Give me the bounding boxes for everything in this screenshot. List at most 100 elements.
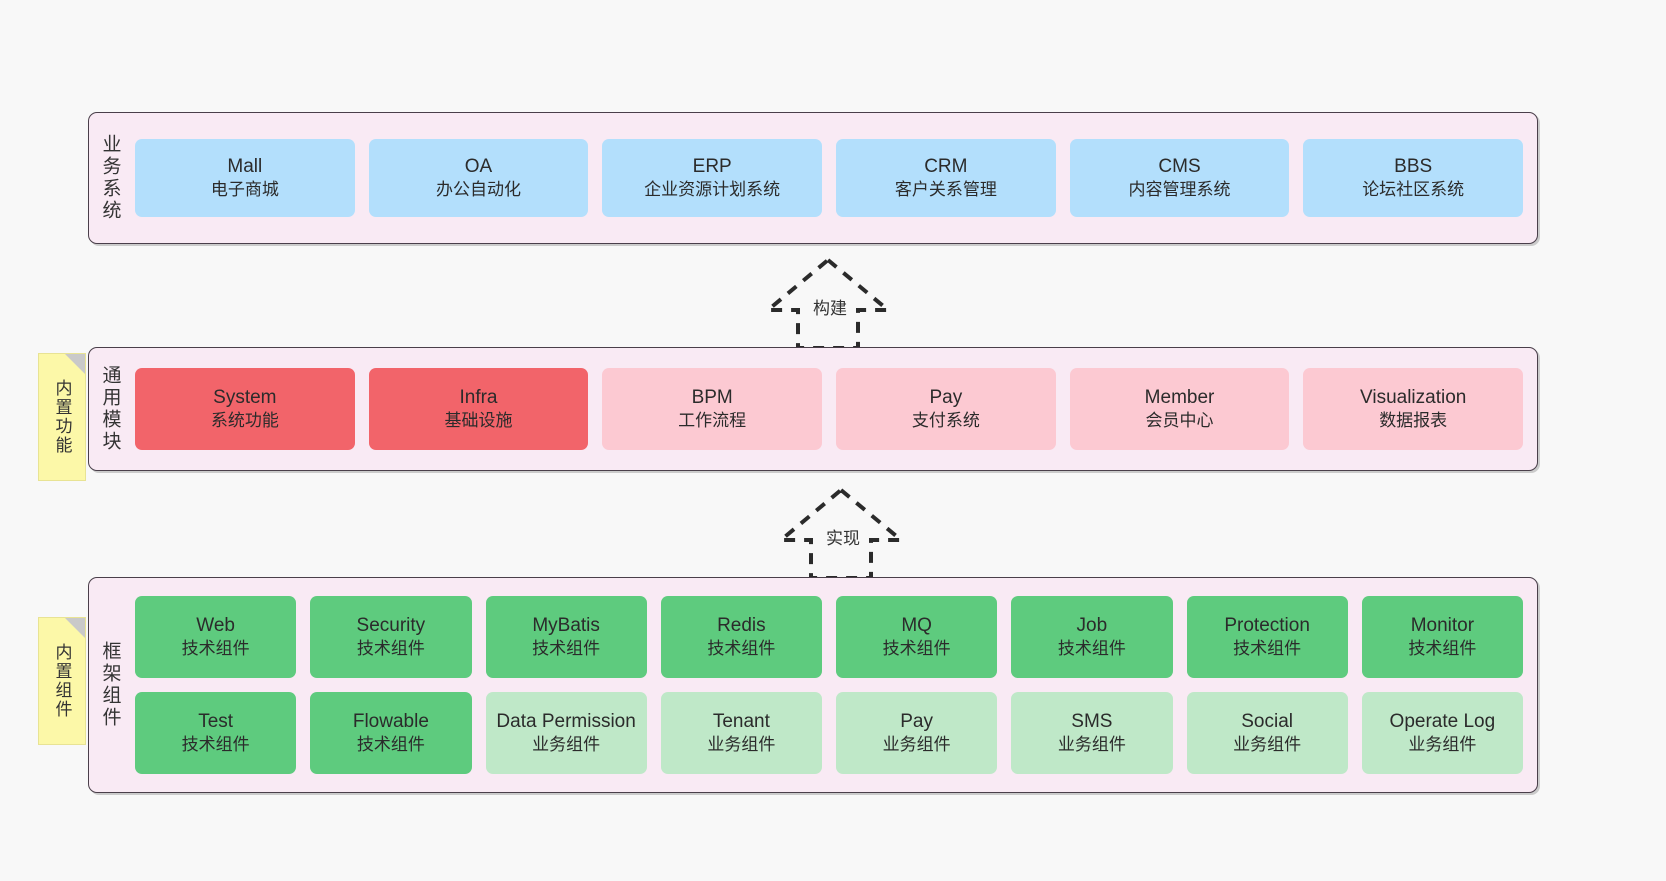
card-desc: 技术组件	[181, 735, 250, 755]
framework-row-tech: Web 技术组件 Security 技术组件 MyBatis 技术组件 Redi…	[135, 596, 1523, 678]
layer-body-common-module: System 系统功能 Infra 基础设施 BPM 工作流程 Pay 支付系统…	[131, 348, 1537, 470]
card-mq[interactable]: MQ 技术组件	[836, 596, 998, 678]
card-cms[interactable]: CMS 内容管理系统	[1069, 139, 1290, 217]
card-flowable[interactable]: Flowable 技术组件	[310, 692, 472, 774]
card-desc: 业务组件	[1408, 735, 1477, 755]
card-mybatis[interactable]: MyBatis 技术组件	[485, 596, 647, 678]
card-visualization[interactable]: Visualization 数据报表	[1303, 368, 1524, 450]
card-title: Redis	[717, 614, 766, 636]
card-title: CRM	[924, 155, 968, 177]
card-desc: 基础设施	[444, 411, 513, 431]
card-desc: 论坛社区系统	[1362, 180, 1465, 200]
layer-business-system: 业务系统 Mall 电子商城 OA 办公自动化 ERP 企业资源计划系统 CRM…	[88, 112, 1538, 244]
layer-body-business-system: Mall 电子商城 OA 办公自动化 ERP 企业资源计划系统 CRM 客户关系…	[131, 113, 1537, 243]
card-title: System	[213, 386, 277, 408]
card-desc: 业务组件	[1057, 735, 1126, 755]
card-title: CMS	[1158, 155, 1201, 177]
card-desc: 技术组件	[882, 639, 951, 659]
card-title: Pay	[929, 386, 963, 408]
card-desc: 会员中心	[1145, 411, 1214, 431]
card-title: Data Permission	[496, 710, 636, 732]
layer-framework-component: 框架组件 Web 技术组件 Security 技术组件 MyBatis 技术组件…	[88, 577, 1538, 793]
card-desc: 数据报表	[1379, 411, 1448, 431]
card-sms[interactable]: SMS 业务组件	[1011, 692, 1173, 774]
card-desc: 技术组件	[532, 639, 601, 659]
card-pay[interactable]: Pay 支付系统	[836, 368, 1056, 450]
card-desc: 业务组件	[882, 735, 951, 755]
layer-common-module: 通用模块 System 系统功能 Infra 基础设施 BPM 工作流程 Pay…	[88, 347, 1538, 471]
card-title: Test	[198, 710, 234, 732]
card-title: Protection	[1224, 614, 1310, 636]
card-desc: 技术组件	[707, 639, 776, 659]
card-desc: 技术组件	[1408, 639, 1477, 659]
card-title: BBS	[1394, 155, 1433, 177]
card-monitor[interactable]: Monitor 技术组件	[1361, 596, 1523, 678]
card-title: Job	[1076, 614, 1108, 636]
note-fold-corner-icon	[65, 354, 85, 374]
note-builtin-feature: 内置功能	[38, 353, 86, 481]
card-title: OA	[464, 155, 493, 177]
card-social[interactable]: Social 业务组件	[1186, 692, 1348, 774]
card-title: Infra	[459, 386, 498, 408]
card-member[interactable]: Member 会员中心	[1069, 368, 1290, 450]
card-erp[interactable]: ERP 企业资源计划系统	[602, 139, 823, 217]
card-security[interactable]: Security 技术组件	[310, 596, 472, 678]
card-desc: 业务组件	[1233, 735, 1302, 755]
layer-title-business-system: 业务系统	[99, 134, 121, 222]
card-desc: 技术组件	[1233, 639, 1302, 659]
card-title: MQ	[901, 614, 932, 636]
card-system[interactable]: System 系统功能	[135, 368, 355, 450]
card-desc: 电子商城	[210, 180, 279, 200]
arrow-build: 构建	[740, 252, 920, 352]
note-builtin-component: 内置组件	[38, 617, 86, 745]
card-title: Mall	[227, 155, 263, 177]
card-desc: 办公自动化	[436, 180, 521, 200]
card-desc: 技术组件	[181, 639, 250, 659]
card-bbs[interactable]: BBS 论坛社区系统	[1303, 139, 1524, 217]
card-title: Tenant	[712, 710, 770, 732]
card-operate-log[interactable]: Operate Log 业务组件	[1361, 692, 1523, 774]
card-test[interactable]: Test 技术组件	[135, 692, 297, 774]
card-title: BPM	[691, 386, 733, 408]
card-title: ERP	[692, 155, 732, 177]
card-desc: 支付系统	[911, 411, 980, 431]
card-mall[interactable]: Mall 电子商城	[135, 139, 355, 217]
card-title: SMS	[1071, 710, 1113, 732]
card-title: Visualization	[1360, 386, 1467, 408]
card-desc: 技术组件	[356, 639, 425, 659]
card-data-permission[interactable]: Data Permission 业务组件	[485, 692, 647, 774]
card-pay-component[interactable]: Pay 业务组件	[836, 692, 998, 774]
card-desc: 内容管理系统	[1128, 180, 1231, 200]
layer-title-common-module: 通用模块	[99, 365, 121, 453]
note-fold-corner-icon	[65, 618, 85, 638]
card-title: Monitor	[1410, 614, 1475, 636]
card-desc: 技术组件	[1057, 639, 1126, 659]
layer-title-framework-component: 框架组件	[99, 641, 121, 729]
card-crm[interactable]: CRM 客户关系管理	[836, 139, 1056, 217]
card-title: Social	[1241, 710, 1293, 732]
card-title: Member	[1144, 386, 1215, 408]
note-label: 内置组件	[52, 643, 72, 719]
arrow-implement: 实现	[753, 482, 933, 582]
card-title: Web	[196, 614, 235, 636]
card-title: Operate Log	[1389, 710, 1496, 732]
card-redis[interactable]: Redis 技术组件	[660, 596, 822, 678]
note-label: 内置功能	[52, 379, 72, 455]
card-desc: 企业资源计划系统	[644, 180, 781, 200]
card-title: MyBatis	[532, 614, 600, 636]
framework-row-business: Test 技术组件 Flowable 技术组件 Data Permission …	[135, 692, 1523, 774]
card-desc: 工作流程	[678, 411, 747, 431]
card-protection[interactable]: Protection 技术组件	[1186, 596, 1348, 678]
card-bpm[interactable]: BPM 工作流程	[602, 368, 823, 450]
card-desc: 业务组件	[532, 735, 601, 755]
card-desc: 技术组件	[356, 735, 425, 755]
card-oa[interactable]: OA 办公自动化	[368, 139, 589, 217]
card-job[interactable]: Job 技术组件	[1011, 596, 1173, 678]
card-web[interactable]: Web 技术组件	[135, 596, 297, 678]
card-desc: 业务组件	[707, 735, 776, 755]
card-infra[interactable]: Infra 基础设施	[368, 368, 589, 450]
card-tenant[interactable]: Tenant 业务组件	[660, 692, 822, 774]
card-title: Security	[356, 614, 426, 636]
card-title: Pay	[900, 710, 933, 732]
layer-body-framework-component: Web 技术组件 Security 技术组件 MyBatis 技术组件 Redi…	[131, 578, 1537, 792]
